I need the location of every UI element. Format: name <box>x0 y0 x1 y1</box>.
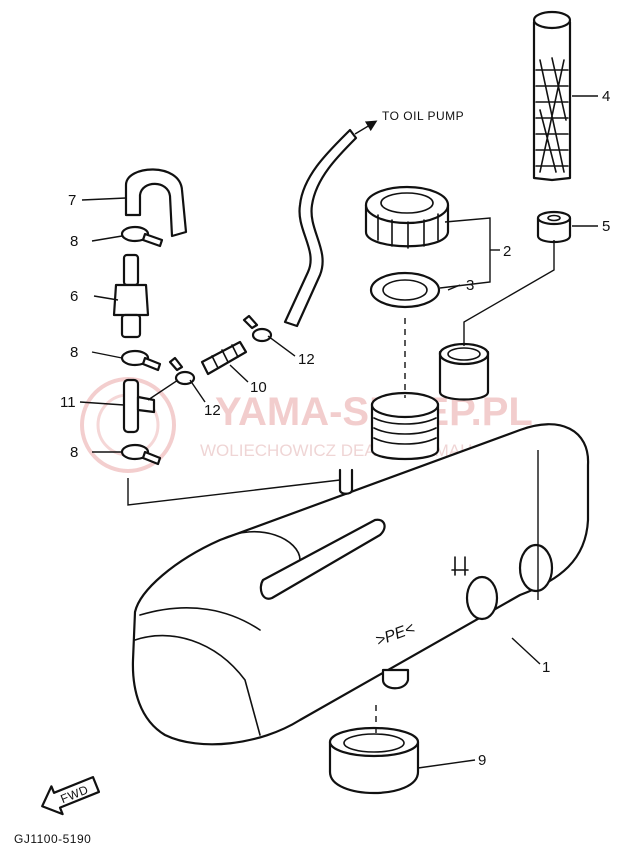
drawing-code: GJ1100-5190 <box>14 832 91 846</box>
callout-9: 9 <box>478 752 486 769</box>
callout-6: 6 <box>70 288 78 305</box>
callout-5: 5 <box>602 218 610 235</box>
callout-12-b: 12 <box>204 402 221 419</box>
to-oil-pump-label: TO OIL PUMP <box>382 109 464 123</box>
filler-cap-part-2[interactable] <box>364 185 450 249</box>
watermark-subtitle: WOLIECHOWICZ DEALER YAMAHA <box>200 441 484 460</box>
callouts: 1 2 3 4 5 6 7 8 8 8 9 10 11 12 12 <box>60 88 610 769</box>
bottom-ring-part-9[interactable] <box>328 726 420 795</box>
callout-4: 4 <box>602 88 610 105</box>
clip-part-12-a[interactable] <box>242 314 273 343</box>
callout-12-a: 12 <box>298 351 315 368</box>
forward-arrow-icon <box>41 775 101 816</box>
oil-tank-part-1[interactable]: >PE< <box>131 342 590 746</box>
oil-pump-hose[interactable] <box>283 128 358 328</box>
callout-8-c: 8 <box>70 444 78 461</box>
joint-part-10[interactable] <box>200 340 248 376</box>
clip-part-8-a[interactable] <box>120 225 164 248</box>
oil-filter-part-6[interactable] <box>112 253 150 339</box>
callout-7: 7 <box>68 192 76 209</box>
gasket-part-3[interactable] <box>369 271 441 309</box>
strainer-part-4[interactable] <box>532 10 572 182</box>
callout-8-a: 8 <box>70 233 78 250</box>
callout-1: 1 <box>542 659 550 676</box>
leader-lines <box>79 95 598 769</box>
forward-direction-indicator: FWD <box>41 775 101 816</box>
t-joint-part-11[interactable] <box>122 378 156 434</box>
clip-part-12-b[interactable] <box>168 356 196 386</box>
clip-part-8-b[interactable] <box>120 349 162 372</box>
callout-8-b: 8 <box>70 344 78 361</box>
collar-part-5[interactable] <box>536 210 572 244</box>
callout-11: 11 <box>60 394 76 411</box>
bent-hose-part-7[interactable] <box>124 168 188 238</box>
callout-2: 2 <box>503 243 511 260</box>
clip-part-8-c[interactable] <box>120 443 162 466</box>
callout-10: 10 <box>250 379 267 396</box>
callout-3: 3 <box>466 277 474 294</box>
